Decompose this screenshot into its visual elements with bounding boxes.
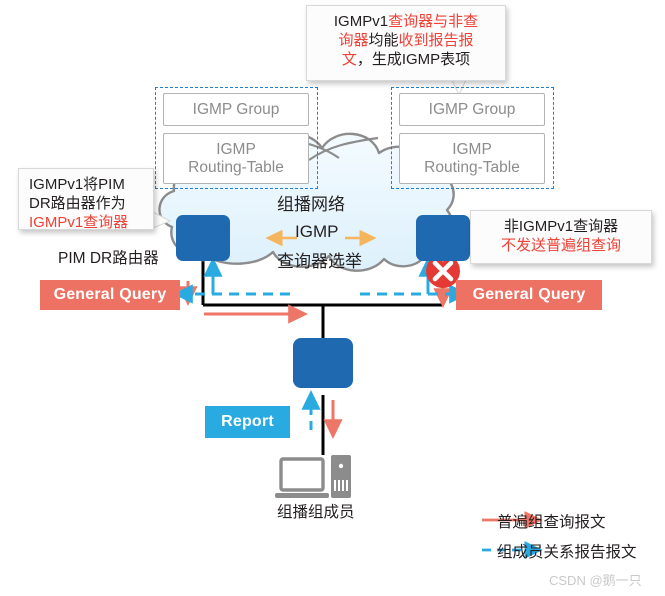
- querier-election-label-line2: 查询器选举: [277, 252, 362, 271]
- callout-top-l1b: 查询器与非查: [388, 13, 479, 30]
- right-igmp-rt-line1: IGMP: [452, 140, 492, 158]
- multicast-network-label: 组播网络: [277, 195, 345, 214]
- callout-top-l2c: 收到报告报: [398, 32, 474, 50]
- callout-left-l2: DR路由器作为: [29, 195, 126, 213]
- report-pill: Report: [205, 406, 290, 438]
- left-igmp-rt-line1: IGMP: [216, 140, 256, 158]
- left-igmp-routing-table-box: IGMP Routing-Table: [163, 133, 309, 184]
- watermark: CSDN @鹅一只: [549, 573, 642, 588]
- left-igmp-group-label: IGMP Group: [192, 100, 280, 118]
- callout-right-l1: 非IGMPv1查询器: [503, 218, 619, 235]
- desktop-pc-glyph: [275, 455, 351, 498]
- callout-top-l2a: 询器: [338, 32, 369, 50]
- callout-right-non-querier: 非IGMPv1查询器 不发送普遍组查询: [470, 210, 652, 264]
- general-query-pill-left: General Query: [40, 280, 180, 310]
- callout-left-l3: IGMPv1查询器: [29, 214, 129, 232]
- callout-top-l2b: 均能: [368, 32, 399, 50]
- legend-item-1-label: 组成员关系报告报文: [497, 544, 637, 561]
- right-igmp-group-label: IGMP Group: [428, 100, 516, 118]
- callout-top-l3a: 文: [341, 51, 357, 69]
- querier-election-label-line1: IGMP: [295, 222, 339, 241]
- right-igmp-rt-line2: Routing-Table: [424, 158, 520, 176]
- left-router-label: PIM DR路由器: [58, 250, 159, 267]
- right-igmp-group-box: IGMP Group: [399, 93, 545, 126]
- callout-left-l1: IGMPv1将PIM: [29, 176, 125, 193]
- callout-right-l2: 不发送普遍组查询: [500, 237, 621, 255]
- callout-top-l3b: ，生成IGMP表项: [356, 51, 471, 69]
- region-left-igmp-state: [155, 87, 318, 189]
- callout-top-l1a: IGMPv1: [333, 13, 389, 30]
- left-router-icon[interactable]: [176, 215, 230, 261]
- region-right-igmp-state: [391, 87, 554, 189]
- right-igmp-routing-table-box: IGMP Routing-Table: [399, 133, 545, 184]
- legend-item-0-label: 普遍组查询报文: [497, 514, 606, 531]
- left-igmp-group-box: IGMP Group: [163, 93, 309, 126]
- host-label: 组播组成员: [277, 504, 355, 521]
- right-router-icon[interactable]: [416, 215, 470, 261]
- callout-left-pim-dr-as-querier: IGMPv1将PIM DR路由器作为 IGMPv1查询器: [18, 168, 154, 232]
- switch-icon[interactable]: [293, 338, 353, 388]
- general-query-pill-right: General Query: [456, 280, 602, 310]
- left-igmp-rt-line2: Routing-Table: [188, 158, 284, 176]
- callout-top-report-reception: IGMPv1查询器与非查 询器均能收到报告报 文，生成IGMP表项: [306, 5, 506, 81]
